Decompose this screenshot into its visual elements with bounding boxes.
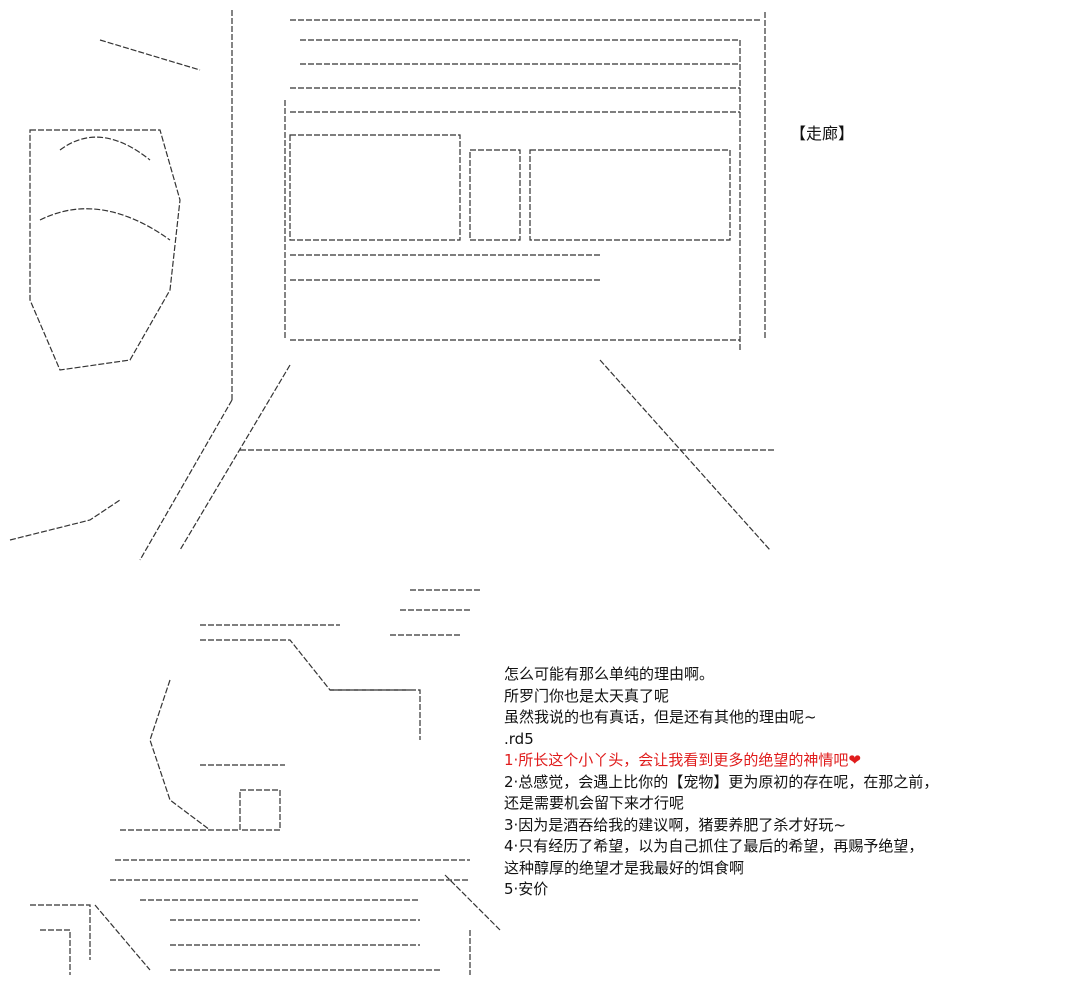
dialogue-line: 所罗门你也是太天真了呢	[504, 686, 670, 705]
dialogue-line: 虽然我说的也有真话，但是还有其他的理由呢~	[504, 708, 817, 726]
dialogue-line: 这种醇厚的绝望才是我最好的饵食啊	[504, 858, 745, 877]
heart-icon: ❤	[848, 751, 861, 769]
location-label: 【走廊】	[790, 124, 855, 143]
dialogue-text: 怎么可能有那么单纯的理由啊。 所罗门你也是太天真了呢 虽然我说的也有真话，但是还…	[504, 664, 938, 901]
dialogue-line-option-1: 1·所长这个小丫头，会让我看到更多的绝望的神情吧❤	[504, 750, 938, 772]
dialogue-line: .rd5	[504, 729, 534, 748]
dialogue-line: 5·安价	[504, 880, 549, 898]
dialogue-line: 2·总感觉，会遇上比你的【宠物】更为原初的存在呢，在那之前，	[504, 772, 939, 791]
dialogue-line: 还是需要机会留下来才行呢	[504, 794, 685, 812]
option-text: 1·所长这个小丫头，会让我看到更多的绝望的神情吧	[504, 751, 849, 769]
dialogue-line: 3·因为是酒吞给我的建议啊，猪要养肥了杀才好玩~	[504, 815, 846, 834]
dialogue-line: 怎么可能有那么单纯的理由啊。	[504, 665, 715, 683]
dialogue-line: 4·只有经历了希望，以为自己抓住了最后的希望，再赐予绝望，	[504, 837, 924, 855]
